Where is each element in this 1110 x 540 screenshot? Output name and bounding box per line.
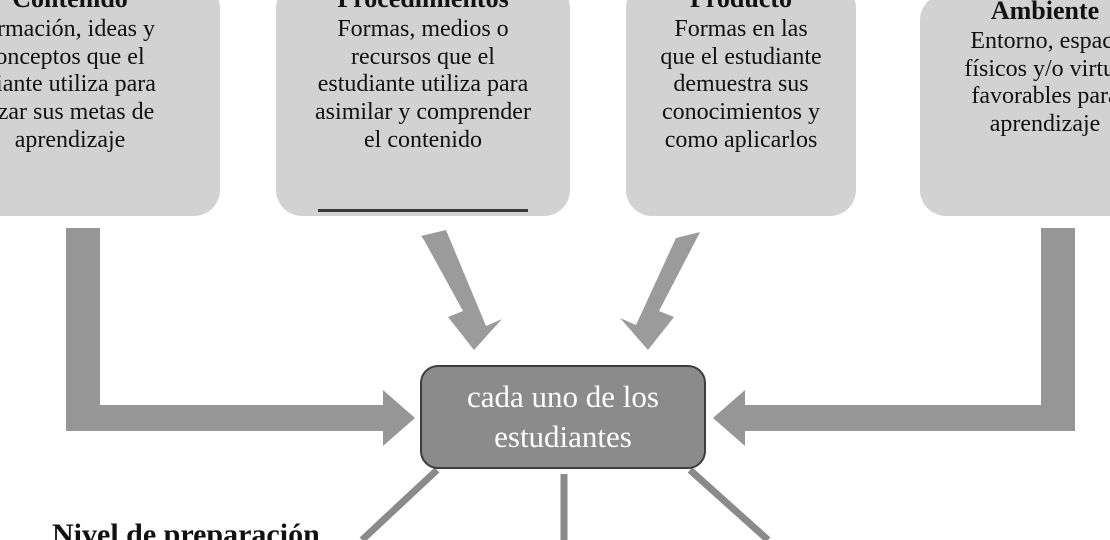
concept-box-procedimientos-line-1: Formas, medios o [337,15,509,42]
concept-box-producto-line-1: Formas en las [674,15,808,42]
diagonal-arrow-producto [620,232,700,350]
label-nivel-de-preparacion: Nivel de preparación [52,518,320,540]
concept-box-producto-line-4: conocimientos y [662,99,820,126]
concept-box-producto-line-3: demuestra sus [673,71,809,98]
elbow-arrow-left [66,228,415,446]
concept-box-producto-title: Producto [632,0,850,15]
concept-box-contenido-title: Contenido [0,0,214,15]
concept-box-ambiente-line-2: físicos y/o virtua [964,55,1110,82]
concept-box-procedimientos-line-2: recursos que el [351,43,495,70]
concept-box-contenido-line-4: nzar sus metas de [0,99,155,126]
connector-down-right [687,467,771,540]
concept-box-contenido-line-2: onceptos que el [0,43,145,70]
concept-box-procedimientos-line-3: estudiante utiliza para [317,71,529,98]
concept-box-ambiente[interactable]: Ambiente Entorno, espaci físicos y/o vir… [920,0,1110,216]
concept-box-ambiente-title: Ambiente [990,0,1100,25]
concept-box-ambiente-line-3: favorables para [971,83,1110,110]
concept-box-procedimientos[interactable]: Procedimientos Formas, medios o recursos… [276,0,570,216]
center-node-estudiantes[interactable]: cada uno de los estudiantes [420,365,706,469]
diagonal-arrow-procedimientos [421,230,502,350]
concept-box-procedimientos-title: Procedimientos [282,0,564,15]
concept-box-contenido[interactable]: Contenido ormación, ideas y onceptos que… [0,0,220,216]
concept-box-producto-line-2: que el estudiante [660,43,822,70]
concept-box-contenido-line-5: aprendizaje [14,126,126,153]
center-node-line-1: cada uno de los [467,379,659,415]
concept-box-producto[interactable]: Producto Formas en las que el estudiante… [626,0,856,216]
concept-box-procedimientos-line-4: asimilar y comprender [315,99,531,126]
center-node-line-2: estudiantes [494,419,632,454]
concept-box-producto-line-5: como aplicarlos [664,126,818,153]
connector-down-left [359,467,440,540]
elbow-arrow-right [713,228,1075,446]
concept-box-ambiente-line-1: Entorno, espaci [970,27,1110,54]
concept-box-contenido-line-1: ormación, ideas y [0,15,155,42]
concept-box-contenido-line-3: diante utiliza para [0,71,156,98]
concept-box-procedimientos-underline [318,209,528,212]
concept-box-procedimientos-line-5: el contenido [364,126,482,153]
concept-box-ambiente-line-4: aprendizaje [989,111,1101,138]
